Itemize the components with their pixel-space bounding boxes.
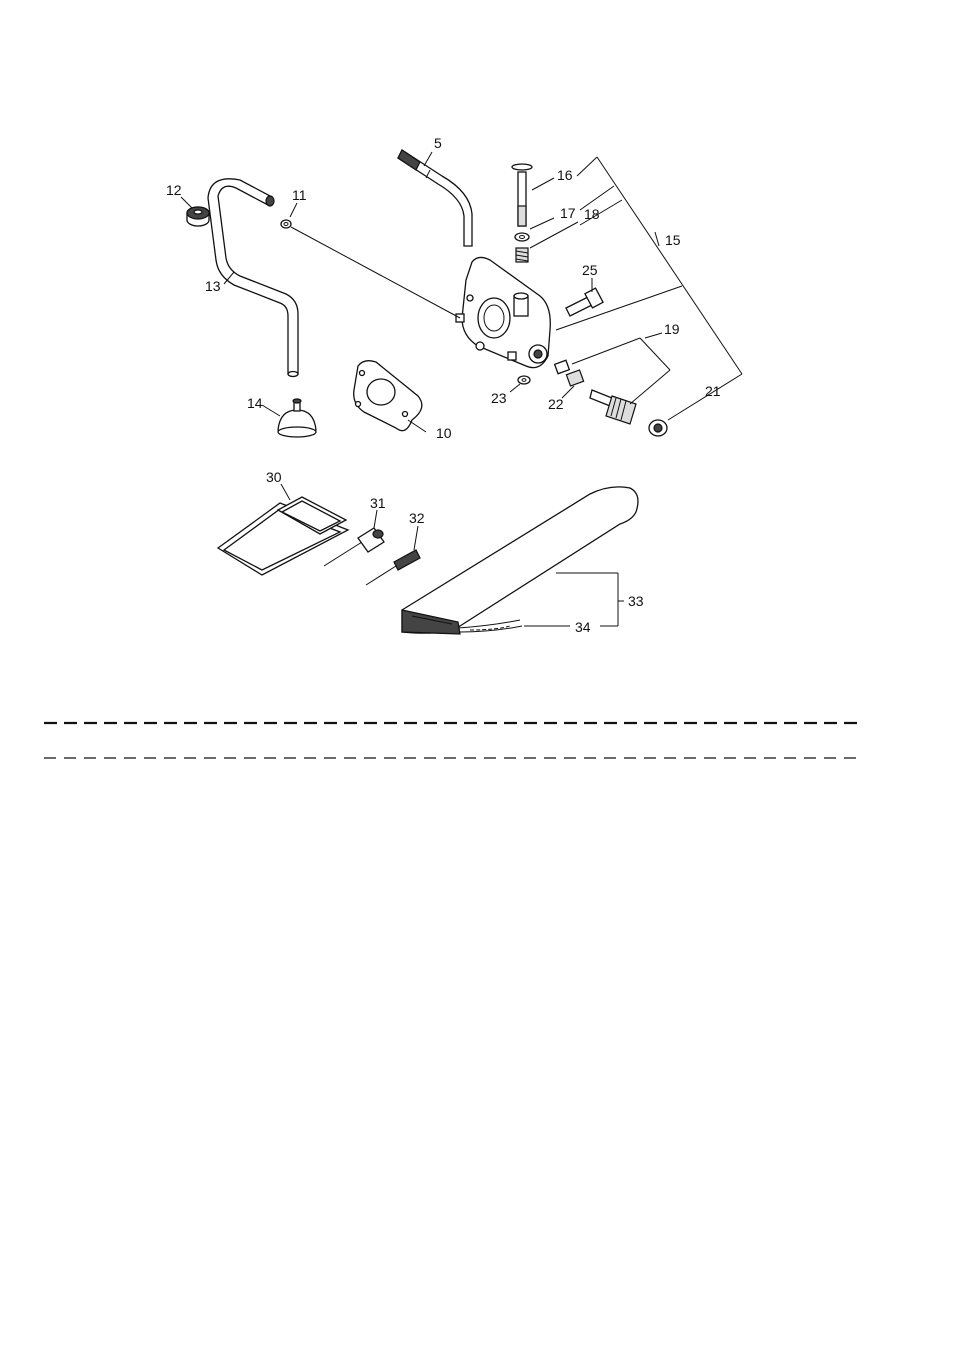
part-11-o-ring <box>281 220 291 228</box>
callout-13: 13 <box>205 278 221 294</box>
callout-16: 16 <box>557 167 573 183</box>
callout-5: 5 <box>434 135 442 151</box>
part-32-screwdriver <box>366 550 420 585</box>
callout-30: 30 <box>266 469 282 485</box>
part-23-small-washer <box>518 376 530 384</box>
part-15-oil-pump-body <box>456 257 550 367</box>
callout-17: 17 <box>560 205 576 221</box>
callout-23: 23 <box>491 390 507 406</box>
part-17-washer <box>515 233 529 241</box>
callout-12: 12 <box>166 182 182 198</box>
callout-25: 25 <box>582 262 598 278</box>
part-21-cap <box>649 420 667 436</box>
callout-21: 21 <box>705 383 721 399</box>
callout-10: 10 <box>436 425 452 441</box>
part-18-spring <box>516 248 528 262</box>
part-33-bar-cover <box>402 487 638 634</box>
callout-32: 32 <box>409 510 425 526</box>
callout-33: 33 <box>628 593 644 609</box>
part-13-oil-tube <box>208 179 298 377</box>
part-12-grommet <box>187 207 209 226</box>
part-25-bolt <box>566 288 603 316</box>
part-16-pin <box>512 164 532 226</box>
part-10-gasket <box>354 361 422 431</box>
callout-15: 15 <box>665 232 681 248</box>
callout-31: 31 <box>370 495 386 511</box>
callout-22: 22 <box>548 396 564 412</box>
part-14-strainer <box>278 399 316 437</box>
callout-14: 14 <box>247 395 263 411</box>
callout-34: 34 <box>575 619 591 635</box>
part-19-worm-shaft <box>590 390 636 424</box>
callout-19: 19 <box>664 321 680 337</box>
callout-11: 11 <box>292 187 307 203</box>
part-5-hose <box>398 150 472 246</box>
part-22-spring <box>555 360 584 386</box>
callout-18: 18 <box>584 206 600 222</box>
